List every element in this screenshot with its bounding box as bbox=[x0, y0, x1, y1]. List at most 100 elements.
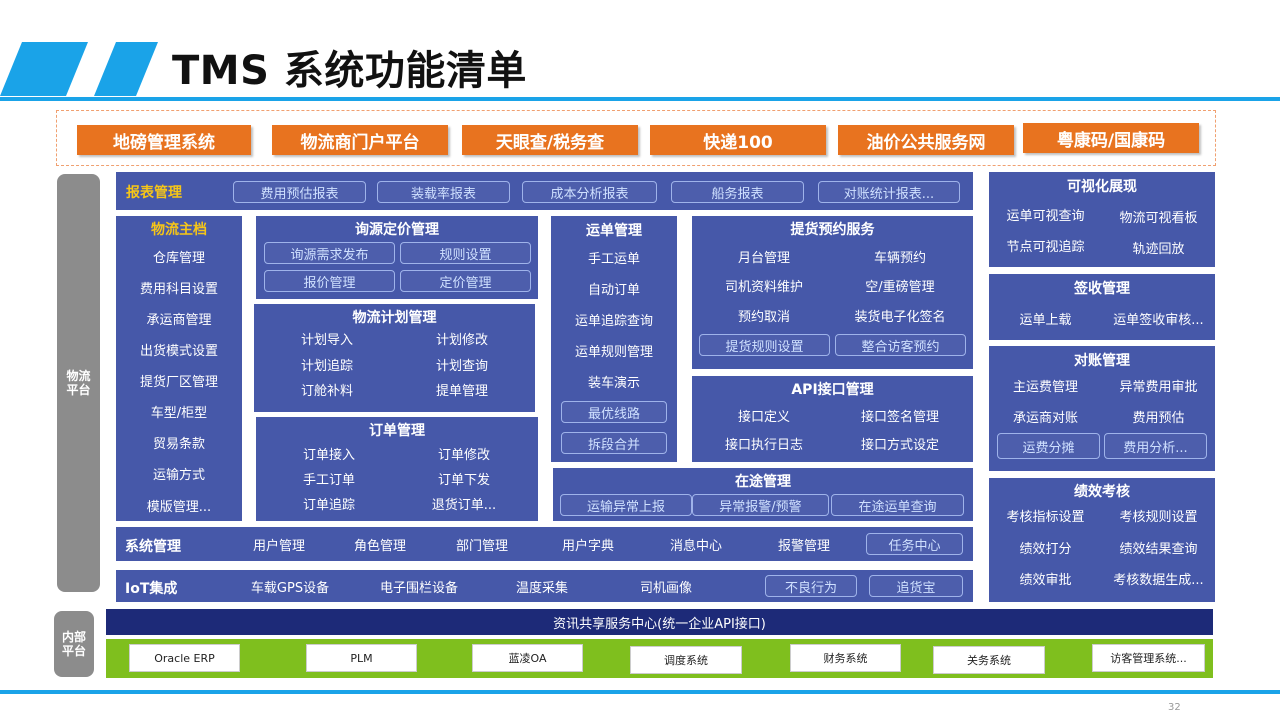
pickup-visitor-booking[interactable]: 整合访客预约 bbox=[835, 334, 966, 356]
pricing-rules[interactable]: 规则设置 bbox=[400, 242, 531, 264]
waybill-manual[interactable]: 手工运单 bbox=[587, 251, 640, 267]
reconcile-exception-approval[interactable]: 异常费用审批 bbox=[1119, 379, 1198, 395]
plan-track[interactable]: 计划追踪 bbox=[300, 358, 353, 374]
pickup-e-signature[interactable]: 装货电子化签名 bbox=[854, 309, 946, 325]
pickup-vehicle-booking[interactable]: 车辆预约 bbox=[873, 250, 926, 266]
waybill-track-query[interactable]: 运单追踪查询 bbox=[574, 313, 653, 329]
sys-task-center[interactable]: 任务中心 bbox=[866, 533, 963, 555]
internal-plm[interactable]: PLM bbox=[306, 644, 417, 672]
sys-message-center[interactable]: 消息中心 bbox=[669, 538, 722, 554]
reconcile-main-freight[interactable]: 主运费管理 bbox=[1012, 379, 1078, 395]
pickup-weigh[interactable]: 空/重磅管理 bbox=[865, 279, 935, 295]
perf-data-generate[interactable]: 考核数据生成... bbox=[1113, 572, 1204, 588]
master-pickup-area[interactable]: 提货厂区管理 bbox=[139, 374, 218, 390]
reconcile-cost-analysis[interactable]: 费用分析... bbox=[1104, 433, 1207, 459]
reconcile-cost-estimate[interactable]: 费用预估 bbox=[1132, 410, 1185, 426]
master-warehouse[interactable]: 仓库管理 bbox=[152, 250, 205, 266]
sys-user-mgmt[interactable]: 用户管理 bbox=[252, 538, 305, 554]
sys-user-dict[interactable]: 用户字典 bbox=[561, 538, 614, 554]
perf-result-query[interactable]: 绩效结果查询 bbox=[1119, 541, 1198, 557]
visual-track-playback[interactable]: 轨迹回放 bbox=[1132, 241, 1185, 257]
api-signature[interactable]: 接口签名管理 bbox=[860, 409, 939, 425]
waybill-auto-order[interactable]: 自动订单 bbox=[587, 282, 640, 298]
iot-driver-profile[interactable]: 司机画像 bbox=[639, 580, 692, 596]
master-template[interactable]: 模版管理... bbox=[146, 499, 212, 515]
order-dispatch[interactable]: 订单下发 bbox=[437, 472, 490, 488]
api-exec-log[interactable]: 接口执行日志 bbox=[724, 437, 803, 453]
report-reconcile-stats[interactable]: 对账统计报表... bbox=[818, 181, 960, 203]
internal-landray-oa[interactable]: 蓝凌OA bbox=[472, 644, 583, 672]
internal-dispatch[interactable]: 调度系统 bbox=[630, 646, 742, 674]
plan-import[interactable]: 计划导入 bbox=[300, 332, 353, 348]
perf-rule-setup[interactable]: 考核规则设置 bbox=[1119, 509, 1198, 525]
ext-system-carrier-portal[interactable]: 物流商门户平台 bbox=[272, 125, 448, 155]
pricing-quote[interactable]: 报价管理 bbox=[264, 270, 395, 292]
api-method-config[interactable]: 接口方式设定 bbox=[860, 437, 939, 453]
iot-cargo-tracker[interactable]: 追货宝 bbox=[869, 575, 963, 597]
report-cost-estimate[interactable]: 费用预估报表 bbox=[233, 181, 366, 203]
report-shipping[interactable]: 船务报表 bbox=[671, 181, 804, 203]
order-return[interactable]: 退货订单... bbox=[431, 497, 497, 513]
waybill-rules[interactable]: 运单规则管理 bbox=[574, 344, 653, 360]
iot-bad-behavior[interactable]: 不良行为 bbox=[765, 575, 857, 597]
sys-role-mgmt[interactable]: 角色管理 bbox=[353, 538, 406, 554]
perf-scoring[interactable]: 绩效打分 bbox=[1019, 541, 1072, 557]
master-transport-mode[interactable]: 运输方式 bbox=[152, 467, 205, 483]
master-vehicle-type[interactable]: 车型/柜型 bbox=[150, 405, 208, 421]
visual-waybill-query[interactable]: 运单可视查询 bbox=[1006, 208, 1085, 224]
iot-gps-device[interactable]: 车载GPS设备 bbox=[250, 580, 330, 596]
order-intake[interactable]: 订单接入 bbox=[302, 447, 355, 463]
plan-bill-of-lading[interactable]: 提单管理 bbox=[435, 383, 488, 399]
ext-system-weighbridge[interactable]: 地磅管理系统 bbox=[77, 125, 251, 155]
order-track[interactable]: 订单追踪 bbox=[302, 497, 355, 513]
transit-exception-report[interactable]: 运输异常上报 bbox=[560, 494, 692, 516]
visual-node-tracking[interactable]: 节点可视追踪 bbox=[1006, 239, 1085, 255]
ext-system-fuel-price[interactable]: 油价公共服务网 bbox=[838, 125, 1014, 155]
pricing-demand-publish[interactable]: 询源需求发布 bbox=[264, 242, 395, 264]
master-shipping-mode[interactable]: 出货模式设置 bbox=[139, 343, 218, 359]
api-definition[interactable]: 接口定义 bbox=[737, 409, 790, 425]
signoff-review[interactable]: 运单签收审核... bbox=[1113, 312, 1204, 328]
internal-customs[interactable]: 关务系统 bbox=[933, 646, 1045, 674]
reconcile-freight-split[interactable]: 运费分摊 bbox=[997, 433, 1100, 459]
master-trade-terms[interactable]: 贸易条款 bbox=[152, 436, 205, 452]
pickup-cancel[interactable]: 预约取消 bbox=[737, 309, 790, 325]
plan-booking[interactable]: 订舱补料 bbox=[300, 383, 353, 399]
waybill-optimal-route[interactable]: 最优线路 bbox=[561, 401, 667, 423]
pickup-panel: 提货预约服务 月台管理 车辆预约 司机资料维护 空/重磅管理 预约取消 装货电子… bbox=[692, 216, 973, 369]
reconcile-carrier[interactable]: 承运商对账 bbox=[1012, 410, 1078, 426]
waybill-loading-demo[interactable]: 装车演示 bbox=[587, 375, 640, 391]
sys-alarm-mgmt[interactable]: 报警管理 bbox=[777, 538, 830, 554]
waybill-split-merge[interactable]: 拆段合并 bbox=[561, 432, 667, 454]
plan-modify[interactable]: 计划修改 bbox=[435, 332, 488, 348]
pickup-dock[interactable]: 月台管理 bbox=[737, 250, 790, 266]
iot-temperature[interactable]: 温度采集 bbox=[515, 580, 568, 596]
iot-geofence-device[interactable]: 电子围栏设备 bbox=[379, 580, 458, 596]
transit-waybill-query[interactable]: 在途运单查询 bbox=[831, 494, 964, 516]
perf-approval[interactable]: 绩效审批 bbox=[1019, 572, 1072, 588]
internal-oracle-erp[interactable]: Oracle ERP bbox=[129, 644, 240, 672]
ext-system-health-code[interactable]: 粤康码/国康码 bbox=[1023, 123, 1199, 153]
perf-kpi-setup[interactable]: 考核指标设置 bbox=[1006, 509, 1085, 525]
transit-alarm[interactable]: 异常报警/预警 bbox=[692, 494, 829, 516]
pricing-set-price[interactable]: 定价管理 bbox=[400, 270, 531, 292]
visual-dashboard[interactable]: 物流可视看板 bbox=[1119, 210, 1198, 226]
report-management-title: 报表管理 bbox=[126, 185, 182, 201]
sys-dept-mgmt[interactable]: 部门管理 bbox=[455, 538, 508, 554]
report-cost-analysis[interactable]: 成本分析报表 bbox=[522, 181, 657, 203]
internal-finance[interactable]: 财务系统 bbox=[790, 644, 901, 672]
master-carrier[interactable]: 承运商管理 bbox=[146, 312, 212, 328]
order-modify[interactable]: 订单修改 bbox=[437, 447, 490, 463]
signoff-upload[interactable]: 运单上载 bbox=[1019, 312, 1072, 328]
pickup-driver-info[interactable]: 司机资料维护 bbox=[724, 279, 803, 295]
external-systems-frame bbox=[56, 110, 1216, 166]
ext-system-kuaidi100[interactable]: 快递100 bbox=[650, 125, 826, 155]
plan-query[interactable]: 计划查询 bbox=[435, 358, 488, 374]
ext-system-tianyancha[interactable]: 天眼查/税务查 bbox=[462, 125, 638, 155]
master-cost-subject[interactable]: 费用科目设置 bbox=[139, 281, 218, 297]
planning-panel: 物流计划管理 计划导入 计划修改 计划追踪 计划查询 订舱补料 提单管理 bbox=[254, 304, 535, 412]
internal-visitor-mgmt[interactable]: 访客管理系统... bbox=[1092, 644, 1205, 672]
order-manual[interactable]: 手工订单 bbox=[302, 472, 355, 488]
pickup-rules[interactable]: 提货规则设置 bbox=[699, 334, 830, 356]
report-load-rate[interactable]: 装载率报表 bbox=[377, 181, 510, 203]
